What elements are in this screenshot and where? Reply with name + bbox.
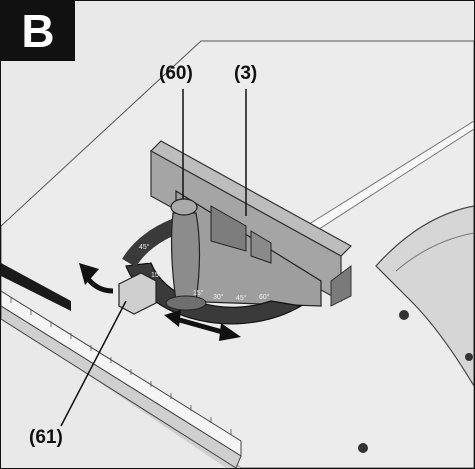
gauge-clamp-2 [250,230,272,264]
scale-label-top-2: 15° [151,271,162,279]
knob-base [165,295,207,311]
scale-label-top-0: 45° [139,243,150,251]
scale-label-bottom-3: 60° [259,293,270,301]
scale-label-top-1: 30° [143,257,154,265]
slide-arrow [175,316,227,336]
table-screw [399,310,409,320]
slide-arrowhead-back [164,310,181,327]
scale-label-bottom-1: 30° [213,293,224,301]
rail-dark-strip [1,263,71,311]
rotation-arrowhead [79,263,99,285]
slide-arrowhead [219,323,241,341]
locking-knob-cap [170,198,198,216]
blade-guard-edge [395,232,474,272]
panel-label-badge: B [1,1,75,61]
rail-screw [358,443,368,453]
rail-edge [1,305,242,468]
scale-label-bottom-2: 45° [236,294,247,302]
fence-end-block [330,265,352,307]
callout-3: (3) [234,63,258,84]
callout-60: (60) [159,63,193,84]
scale-label-bottom-0: 15° [193,289,204,297]
quick-clamp-lever [118,272,157,315]
ruler-ticks [10,297,232,435]
callout-61: (61) [29,427,63,448]
protractor-upper-arc [122,218,180,268]
blade-guard [375,205,474,388]
leader-line-61 [60,300,127,427]
gauge-clamp [210,205,247,252]
locking-knob-shaft [170,212,201,302]
table-screw-right [465,353,473,361]
